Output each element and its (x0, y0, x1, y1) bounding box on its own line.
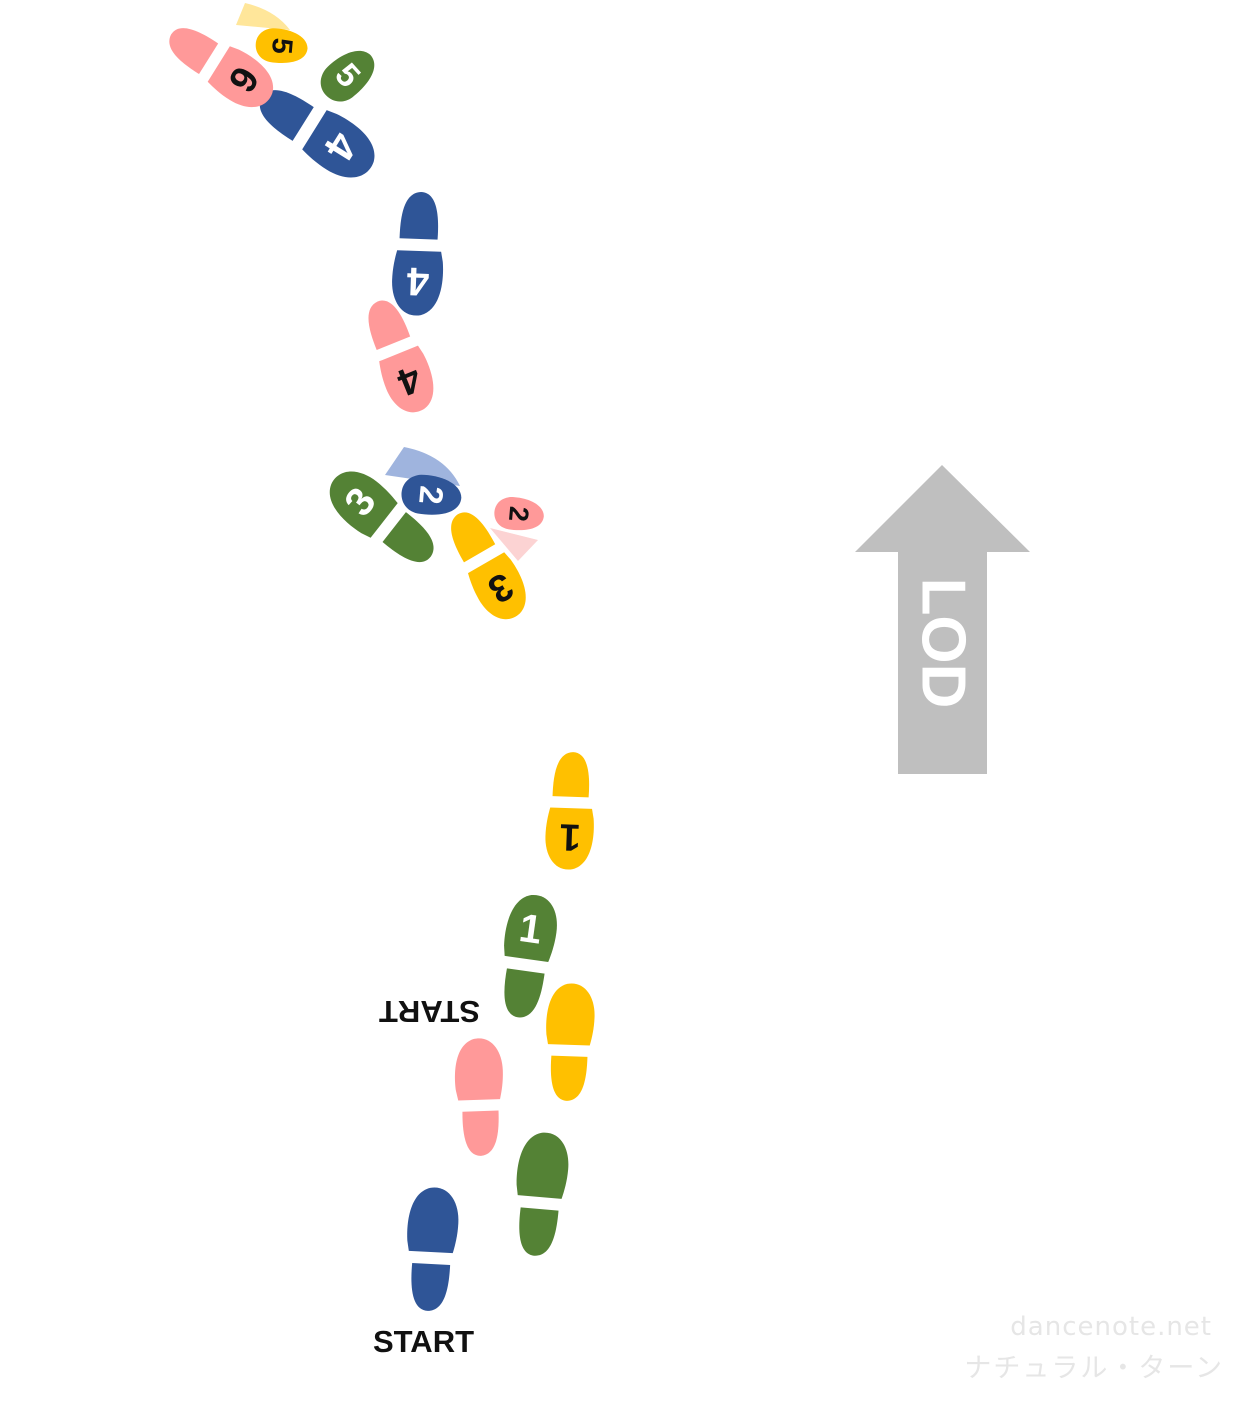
step-number: 1 (559, 815, 582, 858)
footprint-heel (552, 752, 590, 798)
start-label-leader: START (373, 1324, 475, 1359)
footprint-sole (407, 1187, 459, 1254)
watermark-site: dancenote.net (1010, 1312, 1212, 1342)
step-number: 4 (405, 259, 430, 304)
footprint-heel (504, 968, 545, 1018)
footprint-sole (255, 28, 308, 63)
footprint-sole (494, 497, 544, 531)
footprint-follower-step-5: 5 (255, 28, 308, 63)
footprint-leader-step-4b: 4 (259, 90, 375, 178)
pivot-shadow-leader-step-2 (385, 447, 460, 486)
footprint-heel (382, 512, 434, 562)
footprint-follower-step-2: 2 (494, 497, 544, 531)
footprint-leader-step-2: 2 (401, 474, 462, 515)
footprint-heel (550, 1055, 588, 1101)
footprint-sole (468, 552, 526, 620)
footprint-heel (368, 300, 411, 351)
footprint-heel (462, 1110, 499, 1156)
footprint-follower-left-start (455, 1038, 503, 1156)
footprint-sole (504, 895, 557, 963)
footprint-sole (207, 46, 274, 108)
footprint-leader-right-start (516, 1132, 569, 1256)
footprint-leader-left-start (407, 1187, 459, 1311)
footprint-heel (411, 1263, 451, 1311)
footprint-leader-step-1: 1 (504, 895, 557, 1018)
footprint-follower-right-start (546, 983, 595, 1101)
watermark-figure-name: ナチュラル・ターン (964, 1353, 1224, 1384)
footprint-follower-step-4: 4 (368, 300, 434, 413)
footprint-follower-step-3: 3 (451, 512, 526, 620)
footprint-follower-step-1: 1 (545, 752, 594, 870)
footprint-leader-step-5: 5 (320, 50, 375, 102)
step-number: 5 (265, 37, 298, 56)
footprint-heel (259, 90, 314, 141)
footprint-heel (399, 192, 439, 240)
footprint-sole (392, 250, 444, 316)
pivot-shadow-follower-step-2 (490, 528, 538, 561)
footprint-sole (401, 474, 462, 515)
footprint-sole (455, 1038, 503, 1101)
start-label-follower: START (378, 994, 480, 1029)
footprint-heel (169, 28, 219, 75)
step-number: 2 (412, 484, 450, 506)
footprint-sole (545, 807, 594, 870)
footprint-sole (302, 110, 375, 178)
footprint-leader-step-4a: 4 (392, 192, 444, 316)
footprint-sole (546, 983, 595, 1046)
footprint-heel (519, 1207, 559, 1256)
lod-arrow (855, 465, 1030, 774)
footprint-heel (451, 512, 496, 563)
pivot-shadow-follower-step-5 (236, 3, 290, 30)
footprint-sole (516, 1132, 569, 1199)
footprint-sole (379, 345, 434, 413)
lod-label: LOD (909, 578, 978, 709)
footprint-sole (320, 50, 375, 102)
footprint-leader-step-3: 3 (329, 471, 434, 562)
footprint-follower-step-6: 6 (169, 28, 274, 108)
step-number: 2 (503, 505, 535, 523)
footprint-sole (329, 471, 398, 538)
